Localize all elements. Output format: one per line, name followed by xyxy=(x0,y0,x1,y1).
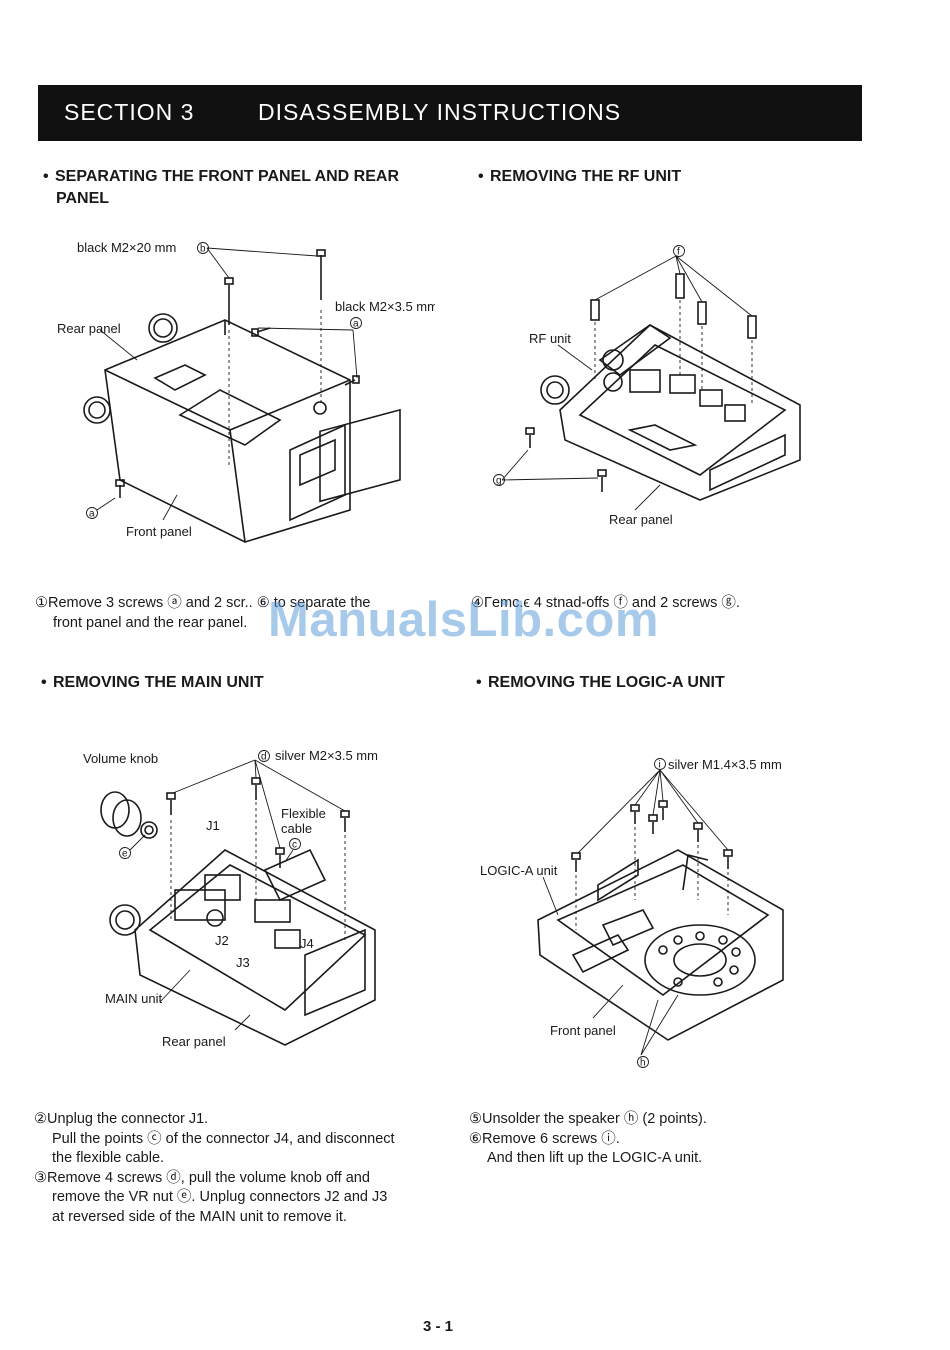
label-volume-knob: Volume knob xyxy=(83,751,158,766)
label-j3: J3 xyxy=(236,955,250,970)
steps-5-6-text: ⑤Unsolder the speaker ⓗ (2 points). ⑥Rem… xyxy=(469,1111,707,1166)
label-rear-panel: Rear panel xyxy=(57,321,121,336)
label-j2: J2 xyxy=(215,933,229,948)
marker-d: d xyxy=(261,752,267,763)
section-number: SECTION 3 xyxy=(64,99,195,125)
marker-i: i xyxy=(659,760,661,771)
figure-removing-logic-a-unit: silver M1.4×3.5 mm LOGIC-A unit Front pa… xyxy=(478,750,818,1070)
label-j4: J4 xyxy=(300,936,314,951)
heading-removing-rf-unit: •REMOVING THE RF UNIT xyxy=(478,168,682,185)
marker-c: c xyxy=(292,840,297,851)
heading-removing-logic-a-unit: •REMOVING THE LOGIC-A UNIT xyxy=(476,674,725,691)
section-banner: SECTION 3 DISASSEMBLY INSTRUCTIONS xyxy=(38,85,862,141)
figure-separating-panels: black M2×20 mm black M2×3.5 mm Rear pane… xyxy=(45,230,435,560)
label-rf-unit: RF unit xyxy=(529,331,571,346)
marker-f: f xyxy=(677,247,680,258)
figure-removing-rf-unit: RF unit Rear panel f g xyxy=(480,230,820,540)
label-front-panel: Front panel xyxy=(126,524,192,539)
label-black-m2x20: black M2×20 mm xyxy=(77,240,176,255)
label-logic-a-unit: LOGIC-A unit xyxy=(480,863,558,878)
marker-a-bottom: a xyxy=(89,509,95,520)
label-black-m2x3-5: black M2×3.5 mm xyxy=(335,299,435,314)
figure-removing-main-unit: Volume knob silver M2×3.5 mm Flexible ca… xyxy=(75,740,415,1060)
label-main-unit: MAIN unit xyxy=(105,991,162,1006)
label-cable: cable xyxy=(281,821,312,836)
marker-a-top: a xyxy=(353,319,359,330)
label-front-panel-logic: Front panel xyxy=(550,1023,616,1038)
marker-e: e xyxy=(122,849,128,860)
marker-b: b xyxy=(200,244,206,255)
marker-h: h xyxy=(640,1058,646,1069)
heading-separating-panels: •SEPARATING THE FRONT PANEL AND REAR PAN… xyxy=(43,168,400,207)
manualslib-watermark: ManualsLib.com xyxy=(268,593,659,647)
label-flexible: Flexible xyxy=(281,806,326,821)
section-title: DISASSEMBLY INSTRUCTIONS xyxy=(258,99,622,125)
label-j1: J1 xyxy=(206,818,220,833)
label-silver-m2x3-5: silver M2×3.5 mm xyxy=(275,748,378,763)
page-number: 3 - 1 xyxy=(423,1318,454,1335)
label-rear-panel-rf: Rear panel xyxy=(609,512,673,527)
marker-g: g xyxy=(496,476,502,487)
label-rear-panel-main: Rear panel xyxy=(162,1034,226,1049)
steps-2-3-text: ②Unplug the connector J1. Pull the point… xyxy=(34,1111,395,1225)
label-silver-m1-4x3-5: silver M1.4×3.5 mm xyxy=(668,757,782,772)
step-4-text: ④Γemc.ϵ 4 stnad-offs ⓕ and 2 screws ⓖ. xyxy=(471,595,740,611)
heading-removing-main-unit: •REMOVING THE MAIN UNIT xyxy=(41,674,264,691)
step-1-text: ①Remove 3 screws ⓐ and 2 scr.. ⑥ to sepa… xyxy=(35,595,371,631)
